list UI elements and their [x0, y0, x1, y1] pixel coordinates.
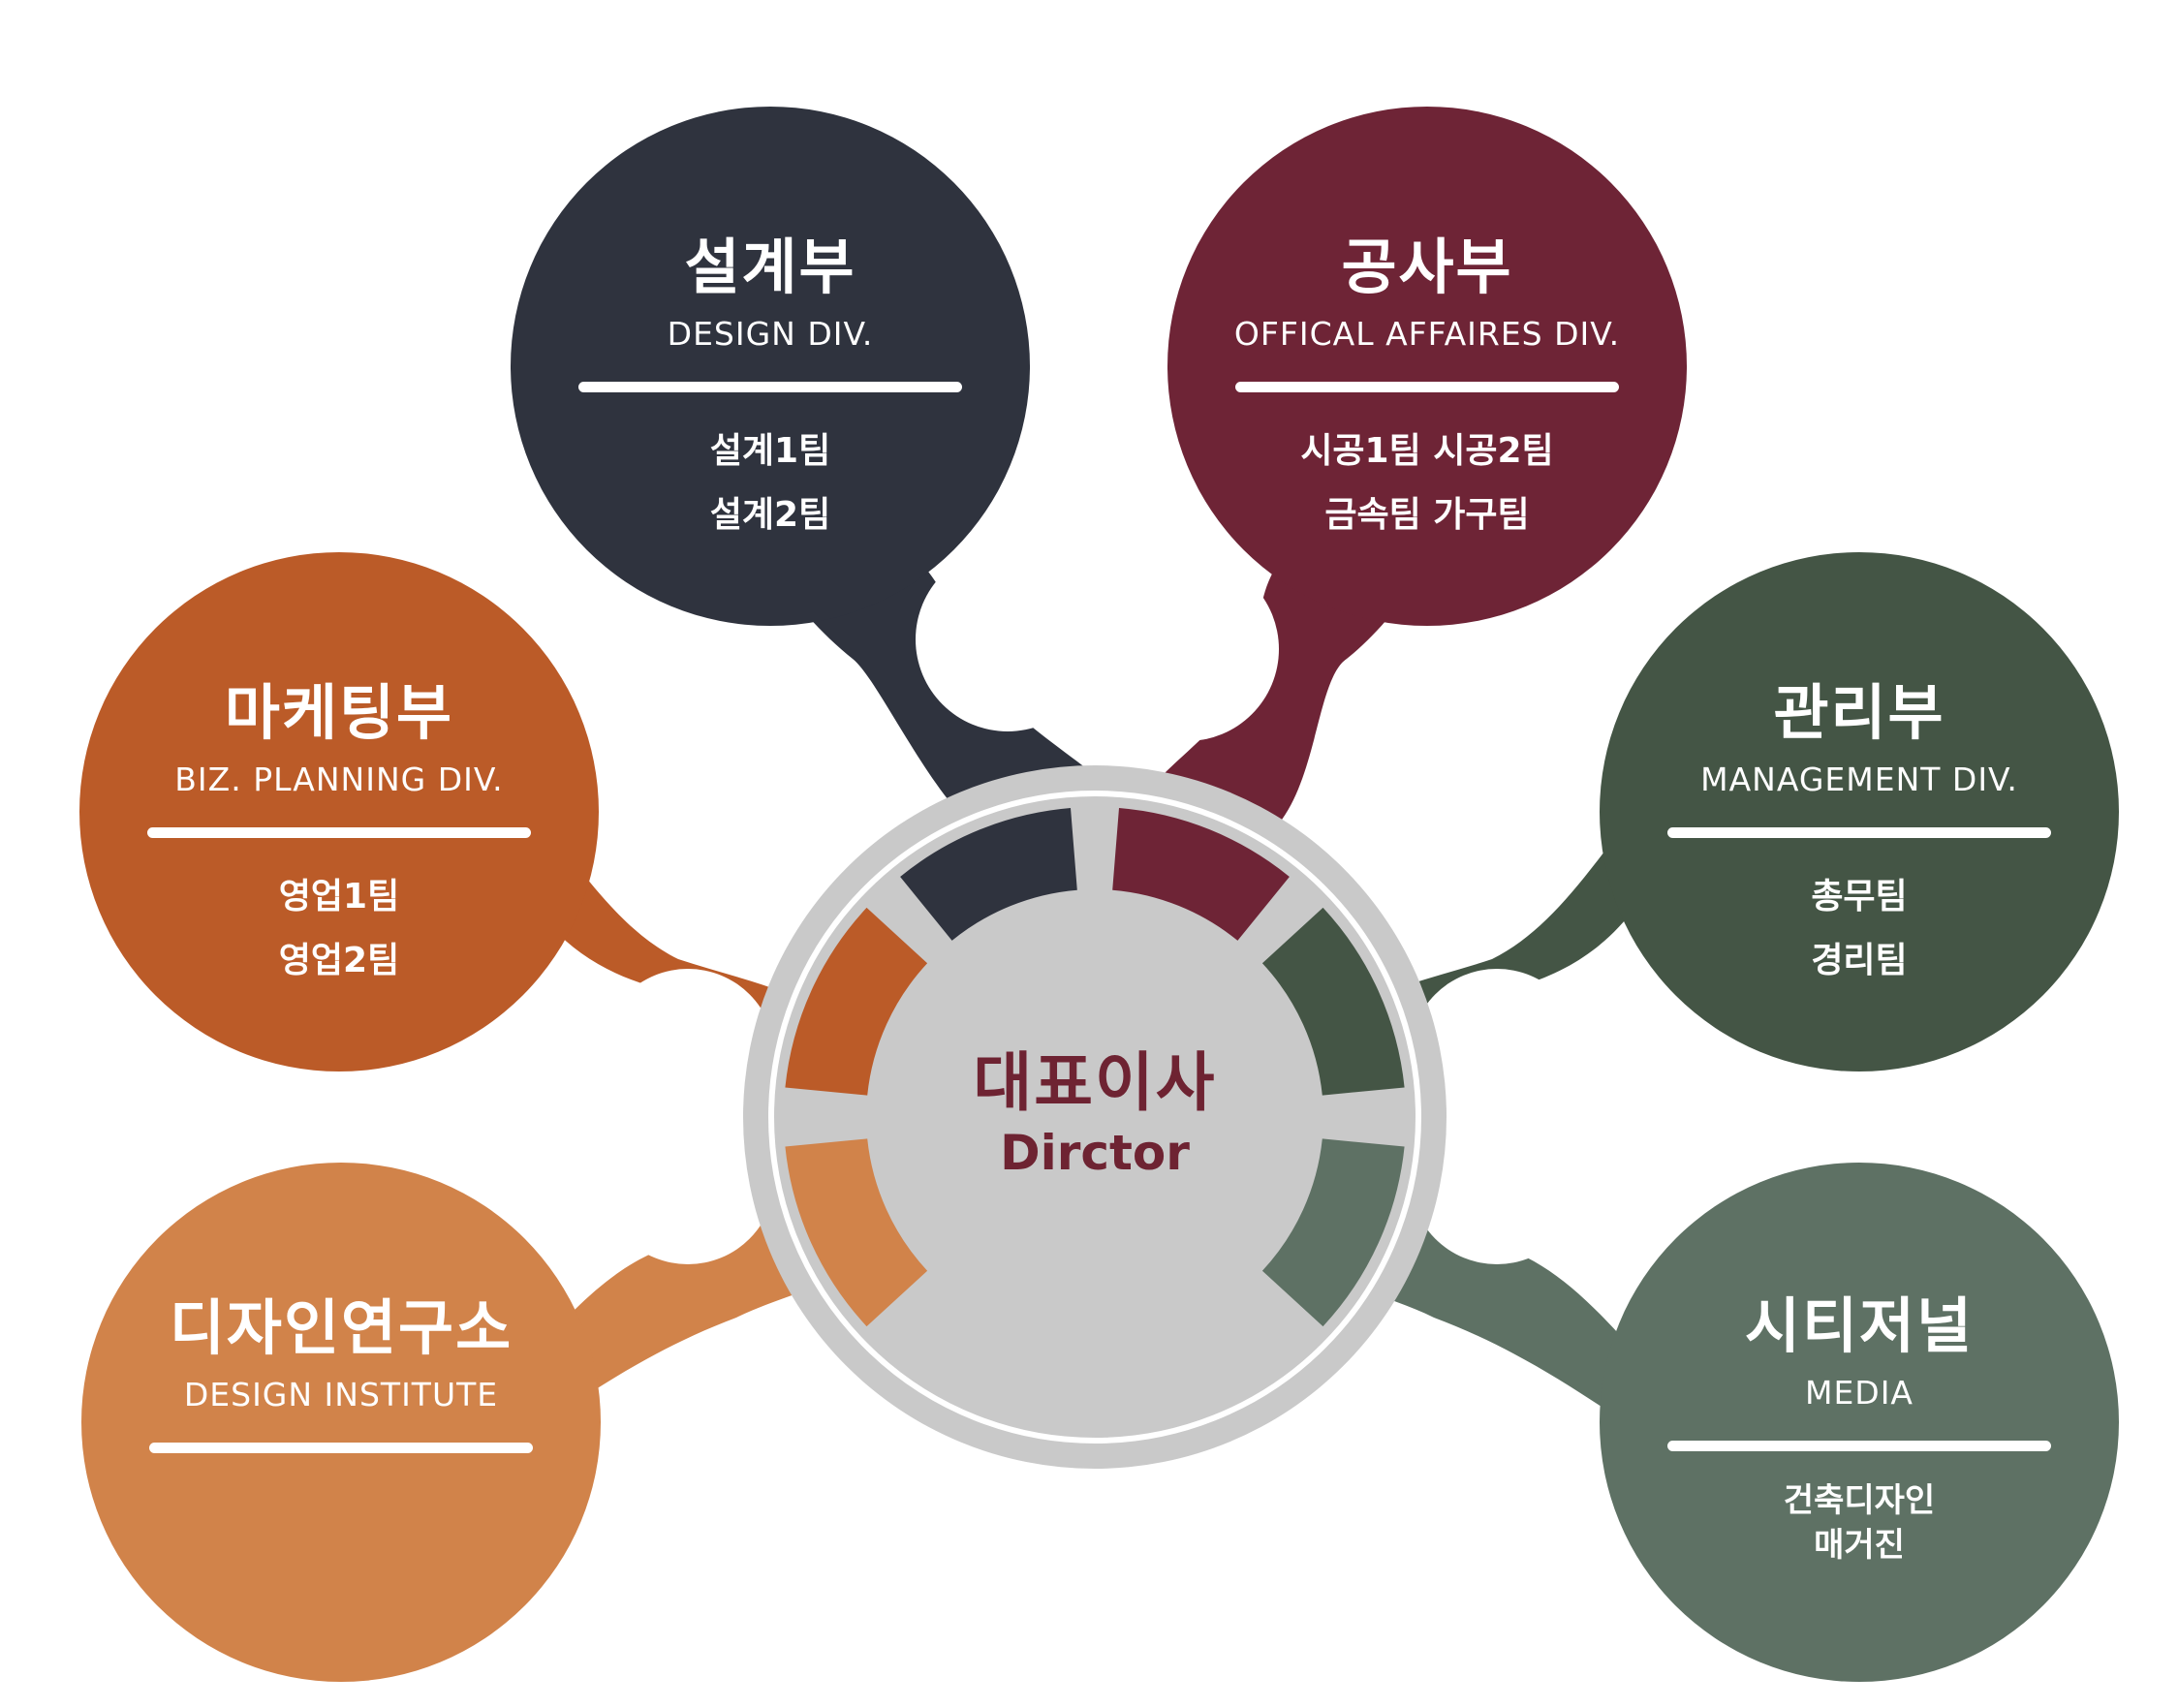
- design-subtitle: DESIGN DIV.: [667, 315, 874, 353]
- team-item: 설계2팀: [709, 495, 831, 535]
- hub-ring-border: [768, 791, 1421, 1444]
- marketing-teams: 영업1팀 영업2팀: [126, 865, 552, 993]
- center-title: 대표이사: [973, 1045, 1217, 1120]
- institute-circle: [81, 1163, 601, 1682]
- media-circle: [1600, 1163, 2119, 1682]
- team-item: 경리팀: [1811, 941, 1908, 980]
- management-node: 관리부 MANAGEMENT DIV. 총무팀 경리팀: [1646, 683, 2072, 993]
- construction-subtitle: OFFICAL AFFAIRES DIV.: [1233, 315, 1621, 353]
- media-node: 시티저널 MEDIA 건축디자인 매거진: [1646, 1296, 2072, 1568]
- segment-media: [1261, 1138, 1405, 1327]
- construction-title: 공사부: [1341, 232, 1513, 302]
- hub-segments: [785, 808, 1405, 1327]
- team-item: 영업2팀: [278, 941, 400, 980]
- stem-notches: [601, 547, 1584, 1264]
- team-item: 총무팀: [1811, 877, 1908, 916]
- institute-title: 디자인연구소: [169, 1292, 513, 1363]
- construction-node: 공사부 OFFICAL AFFAIRES DIV. 시공1팀 시공2팀 금속팀 …: [1214, 237, 1640, 547]
- design-title: 설계부: [684, 232, 856, 302]
- hub-circle: [743, 765, 1447, 1469]
- management-divider: [1667, 827, 2051, 838]
- media-teams: 건축디자인 매거진: [1646, 1478, 2072, 1568]
- marketing-divider: [147, 827, 531, 838]
- media-divider: [1667, 1441, 2051, 1451]
- management-teams: 총무팀 경리팀: [1646, 865, 2072, 993]
- segment-design: [900, 808, 1077, 941]
- management-title: 관리부: [1773, 677, 1945, 748]
- construction-circle: [1167, 107, 1687, 626]
- segment-construction: [1112, 808, 1290, 941]
- marketing-title: 마케팅부: [224, 677, 454, 748]
- institute-divider: [149, 1443, 533, 1453]
- marketing-subtitle: BIZ. PLANNING DIV.: [174, 761, 504, 798]
- institute-subtitle: DESIGN INSTITUTE: [183, 1376, 499, 1413]
- center-label: 대표이사 Dirctor: [901, 1045, 1289, 1181]
- segment-management: [1261, 907, 1405, 1096]
- design-divider: [578, 382, 962, 392]
- institute-node: 디자인연구소 DESIGN INSTITUTE: [128, 1298, 554, 1453]
- management-circle: [1600, 552, 2119, 1071]
- center-subtitle: Dirctor: [1000, 1125, 1190, 1181]
- management-subtitle: MANAGEMENT DIV.: [1700, 761, 2018, 798]
- team-item: 시공1팀 시공2팀: [1300, 431, 1554, 471]
- construction-divider: [1235, 382, 1619, 392]
- design-circle: [511, 107, 1030, 626]
- team-item: 설계1팀: [709, 431, 831, 471]
- media-subtitle: MEDIA: [1804, 1374, 1914, 1412]
- team-item: 영업1팀: [278, 877, 400, 916]
- segment-marketing: [785, 907, 928, 1096]
- team-item: 금속팀 가구팀: [1324, 495, 1530, 535]
- design-teams: 설계1팀 설계2팀: [576, 419, 964, 547]
- marketing-circle: [79, 552, 599, 1071]
- team-item: 건축디자인: [1783, 1481, 1936, 1520]
- design-node: 설계부 DESIGN DIV. 설계1팀 설계2팀: [576, 237, 964, 547]
- construction-teams: 시공1팀 시공2팀 금속팀 가구팀: [1214, 419, 1640, 547]
- media-title: 시티저널: [1744, 1290, 1975, 1361]
- marketing-node: 마케팅부 BIZ. PLANNING DIV. 영업1팀 영업2팀: [126, 683, 552, 993]
- team-item: 매거진: [1814, 1526, 1905, 1565]
- segment-institute: [785, 1138, 928, 1327]
